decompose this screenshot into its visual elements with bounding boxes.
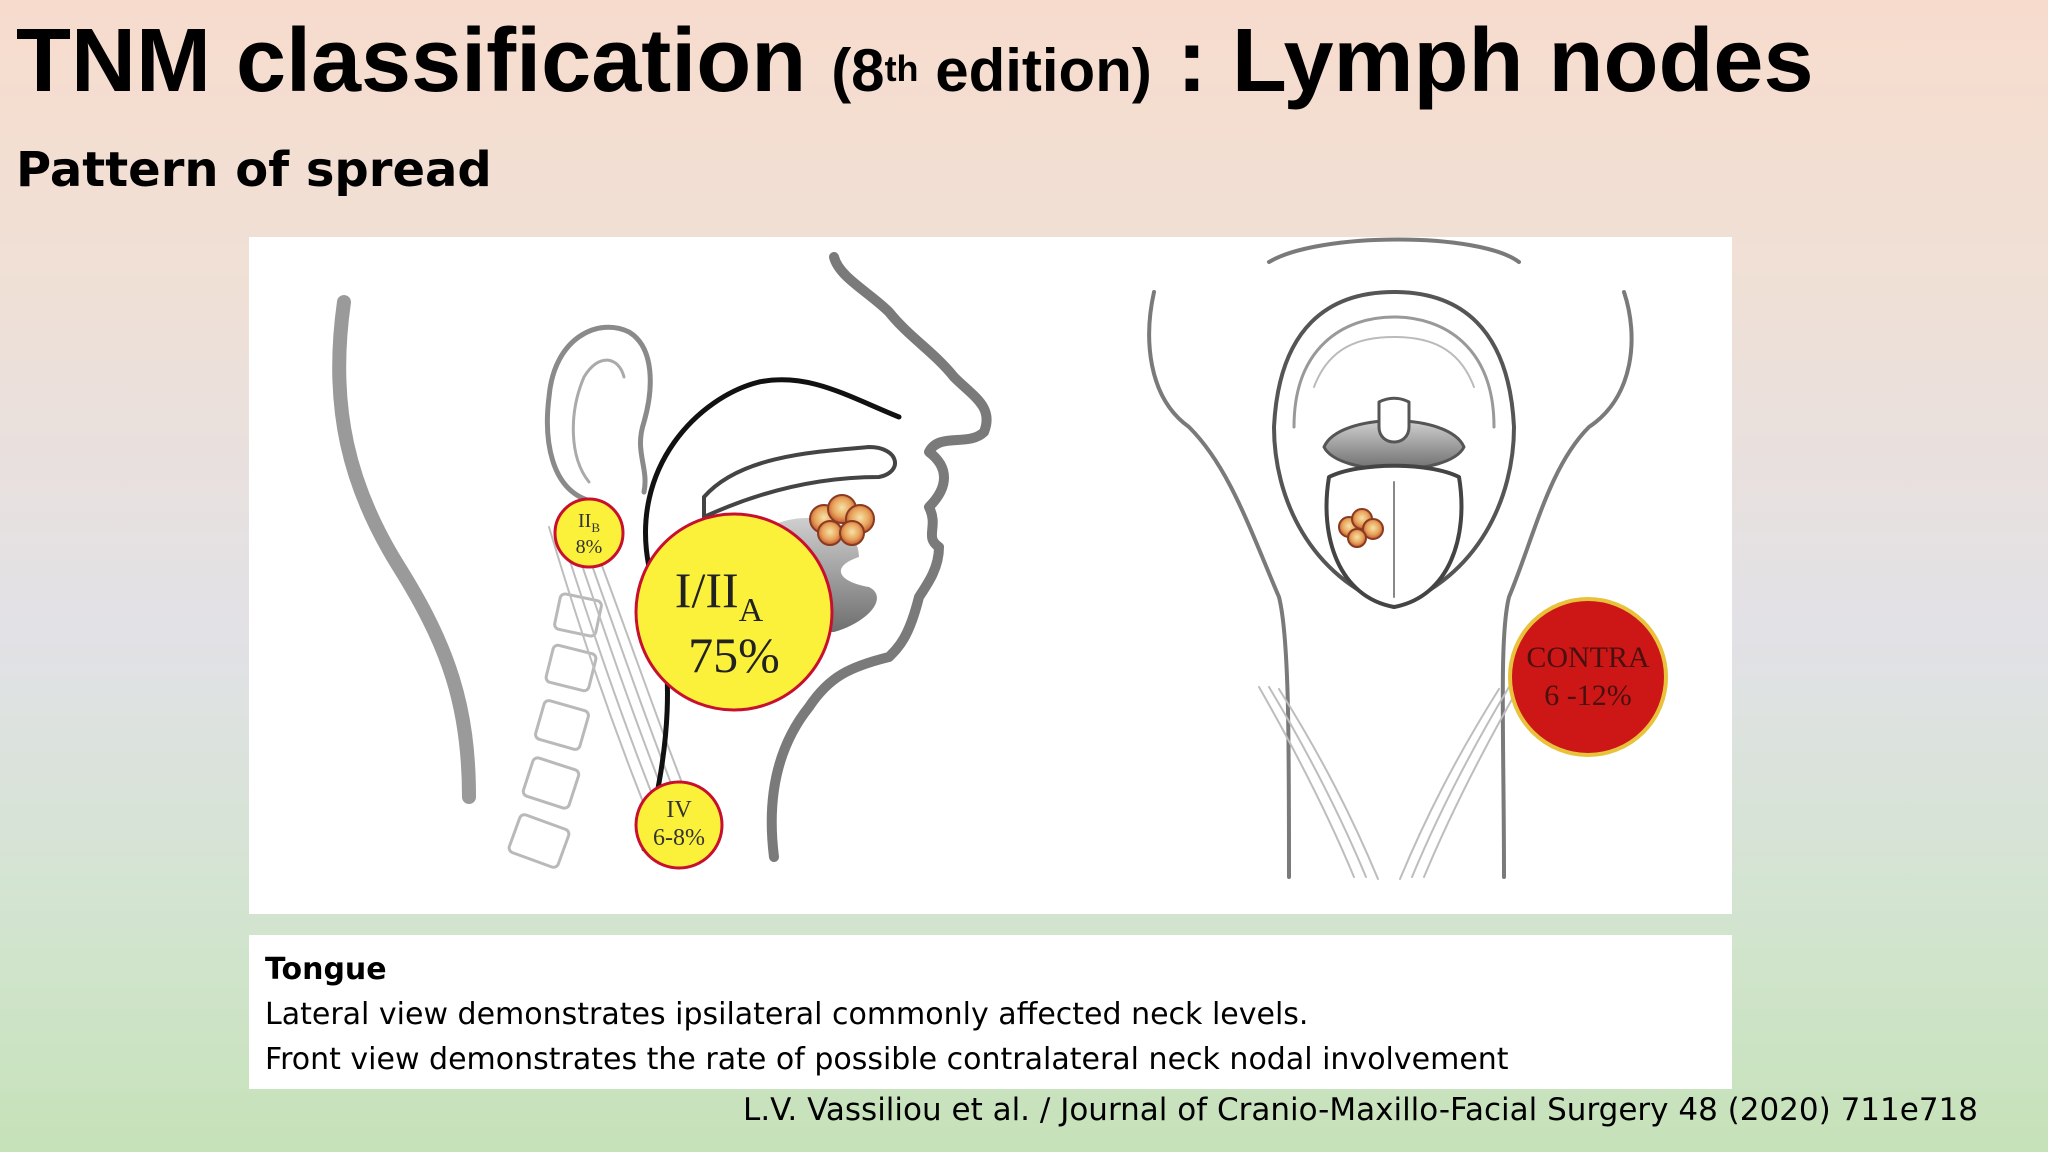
node-iib-circle (553, 497, 625, 569)
node-contra-label: CONTRA (1526, 641, 1650, 674)
node-contra-value: 6 -12% (1544, 679, 1631, 712)
node-i-iia-value: 75% (688, 627, 780, 683)
node-contra: CONTRA 6 -12% (1508, 597, 1668, 757)
neck-diagram: IIB 8% I/IIA 75% IV 6-8% (332, 237, 1668, 880)
svg-text:IIB: IIB (578, 510, 600, 535)
node-i-iia-label: I/II (675, 562, 739, 618)
citation: L.V. Vassiliou et al. / Journal of Crani… (743, 1092, 1978, 1128)
node-i-iia-circle (634, 512, 834, 712)
node-iib-label: II (578, 510, 591, 532)
title-main: TNM classification (16, 11, 807, 111)
uvula (1377, 396, 1411, 444)
slide-subtitle: Pattern of spread (16, 142, 492, 198)
node-iv: IV 6-8% (634, 780, 724, 870)
palate-outline (702, 445, 897, 519)
title-edition-superscript: th (884, 48, 919, 89)
front-neck-muscles (1258, 686, 1520, 880)
pharynx-line (641, 377, 902, 852)
slide-title: TNM classification (8th edition) : Lymph… (16, 6, 1814, 126)
node-i-iia-label-sub: A (739, 592, 764, 629)
caption-line-2: Front view demonstrates the rate of poss… (265, 1042, 1509, 1077)
caption-line-1: Lateral view demonstrates ipsilateral co… (265, 997, 1309, 1032)
node-iib: IIB 8% (553, 497, 625, 569)
face-outline-front (1147, 290, 1291, 879)
node-iv-value: 6-8% (653, 825, 705, 851)
tumor-lateral (809, 494, 875, 546)
title-rest: : Lymph nodes (1151, 11, 1814, 111)
figure-panel: IIB 8% I/IIA 75% IV 6-8% (249, 237, 1732, 914)
node-i-iia: I/IIA 75% (634, 512, 834, 712)
node-iib-value: 8% (576, 536, 603, 558)
tumor-front (1338, 508, 1384, 548)
svg-text:I/IIA: I/IIA (675, 562, 764, 629)
ear-outline (544, 324, 653, 505)
caption-box: Tongue Lateral view demonstrates ipsilat… (249, 935, 1732, 1089)
node-iib-label-sub: B (591, 520, 600, 535)
face-profile (766, 252, 992, 862)
upper-teeth (1292, 315, 1496, 429)
cervical-vertebrae (507, 592, 603, 869)
node-iv-circle (634, 780, 724, 870)
caption-title: Tongue (265, 952, 387, 987)
node-contra-circle (1508, 597, 1668, 757)
back-of-neck-outline (332, 295, 476, 804)
node-iv-label: IV (666, 797, 692, 823)
front-view (1147, 237, 1634, 880)
title-edition: (8th edition) (831, 37, 1152, 104)
